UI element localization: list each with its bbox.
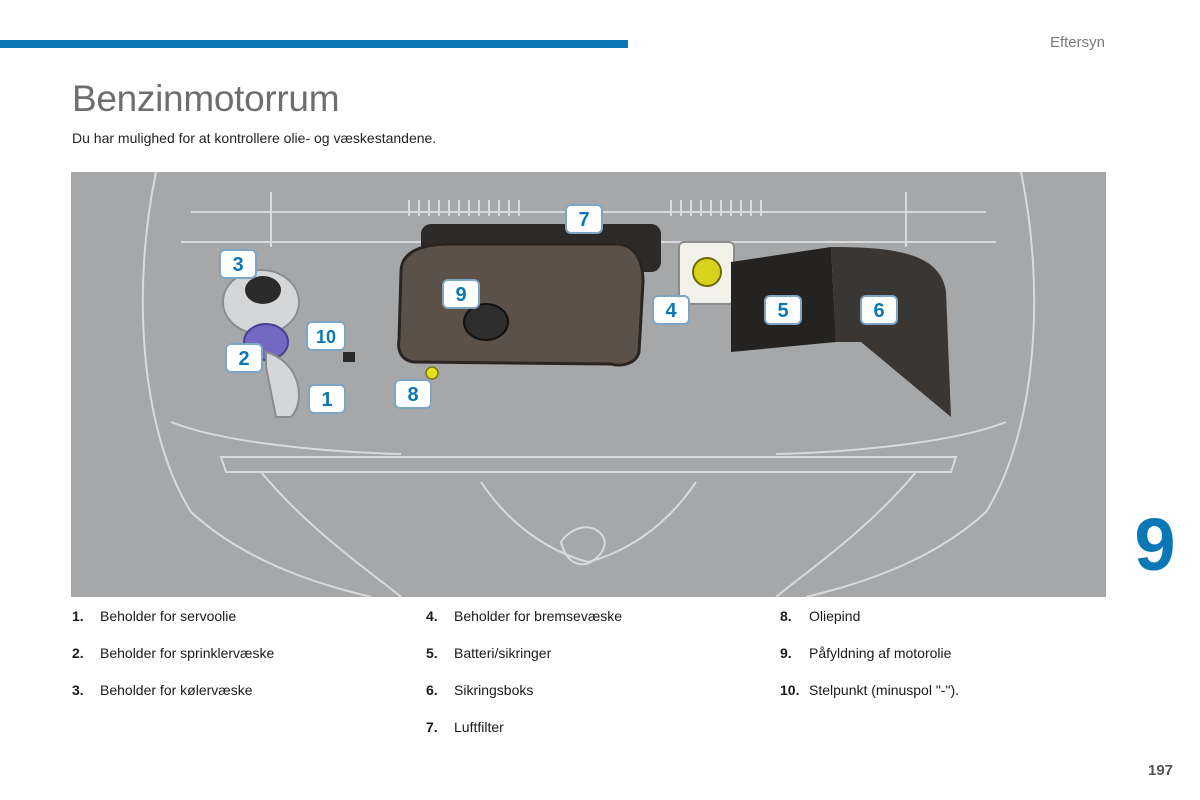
legend-item-text: Luftfilter xyxy=(454,719,504,735)
engine-bay-drawing: 1 2 3 4 5 6 7 8 xyxy=(141,172,1036,597)
callout-9: 9 xyxy=(442,279,480,309)
callout-4: 4 xyxy=(652,295,690,325)
legend-item-text: Sikringsboks xyxy=(454,682,534,698)
legend-item-9: 9. Påfyldning af motorolie xyxy=(780,645,959,682)
oil-filler-cap xyxy=(463,303,509,341)
legend-item-text: Oliepind xyxy=(809,608,861,624)
callout-7-label: 7 xyxy=(578,209,589,231)
legend-column-3: 8. Oliepind 9. Påfyldning af motorolie 10.… xyxy=(780,608,959,719)
legend-item-8: 8. Oliepind xyxy=(780,608,959,645)
legend-item-text: Beholder for kølervæske xyxy=(100,682,253,698)
coolant-cap xyxy=(245,276,281,304)
section-label: Eftersyn xyxy=(1049,34,1105,51)
legend-item-number: 3. xyxy=(72,682,84,698)
page-title: Benzinmotorrum xyxy=(72,78,340,119)
callout-10-label: 10 xyxy=(316,327,336,347)
legend-item-text: Beholder for bremsevæske xyxy=(454,608,623,624)
legend-item-number: 6. xyxy=(426,682,438,698)
legend-item-5: 5. Batteri/sikringer xyxy=(426,645,622,682)
legend-column-1: 1. Beholder for servoolie 2. Beholder for … xyxy=(72,608,274,719)
engine-bay-illustration: 1 2 3 4 5 6 7 8 xyxy=(71,172,1106,597)
callout-7: 7 xyxy=(565,204,603,234)
callout-3-label: 3 xyxy=(232,254,243,276)
callout-4-label: 4 xyxy=(665,300,677,322)
legend-item-number: 8. xyxy=(780,608,792,624)
fuse-box xyxy=(831,247,951,417)
legend-item-6: 6. Sikringsboks xyxy=(426,682,622,719)
brake-fluid-cap xyxy=(692,257,722,287)
legend-item-2: 2. Beholder for sprinklervæske xyxy=(72,645,274,682)
legend-item-10: 10. Stelpunkt (minuspol "-"). xyxy=(780,682,959,719)
legend-item-text: Beholder for servoolie xyxy=(100,608,237,624)
legend-item-text: Påfyldning af motorolie xyxy=(809,645,952,661)
engine-cover xyxy=(397,242,645,367)
washer-fluid-reservoir xyxy=(265,350,300,418)
car-body-outline xyxy=(141,172,1036,597)
callout-1: 1 xyxy=(308,384,346,414)
callout-5: 5 xyxy=(764,295,802,325)
callout-5-label: 5 xyxy=(777,300,788,322)
dipstick-handle xyxy=(425,366,439,380)
callout-9-label: 9 xyxy=(455,284,466,306)
callout-8-label: 8 xyxy=(407,384,418,406)
legend-item-number: 2. xyxy=(72,645,84,661)
legend-item-1: 1. Beholder for servoolie xyxy=(72,608,274,645)
callout-8: 8 xyxy=(394,379,432,409)
ground-point xyxy=(343,352,355,362)
emblem-icon xyxy=(559,526,606,566)
legend-item-number: 4. xyxy=(426,608,438,624)
callout-10: 10 xyxy=(306,321,346,351)
legend-item-number: 1. xyxy=(72,608,84,624)
legend-item-4: 4. Beholder for bremsevæske xyxy=(426,608,622,645)
legend-item-7: 7. Luftfilter xyxy=(426,719,622,756)
legend-item-number: 9. xyxy=(780,645,792,661)
callout-3: 3 xyxy=(219,249,257,279)
legend-item-text: Batteri/sikringer xyxy=(454,645,552,661)
legend-item-text: Stelpunkt (minuspol "-"). xyxy=(809,682,959,698)
callout-6: 6 xyxy=(860,295,898,325)
header-accent-bar xyxy=(0,40,628,48)
page-number: 197 xyxy=(1148,762,1174,779)
legend-item-number: 5. xyxy=(426,645,438,661)
callout-2: 2 xyxy=(225,343,263,373)
callout-6-label: 6 xyxy=(873,300,884,322)
chapter-number: 9 xyxy=(1134,503,1176,586)
intro-text: Du har mulighed for at kontrollere olie-… xyxy=(72,130,437,146)
legend-item-text: Beholder for sprinklervæske xyxy=(100,645,275,661)
legend-item-number: 7. xyxy=(426,719,438,735)
legend-item-3: 3. Beholder for kølervæske xyxy=(72,682,274,719)
legend-column-2: 4. Beholder for bremsevæske 5. Batteri/sik… xyxy=(426,608,622,756)
callout-2-label: 2 xyxy=(238,348,249,370)
callout-1-label: 1 xyxy=(321,389,332,411)
legend-item-number: 10. xyxy=(780,682,800,698)
grille-slats xyxy=(408,200,762,216)
